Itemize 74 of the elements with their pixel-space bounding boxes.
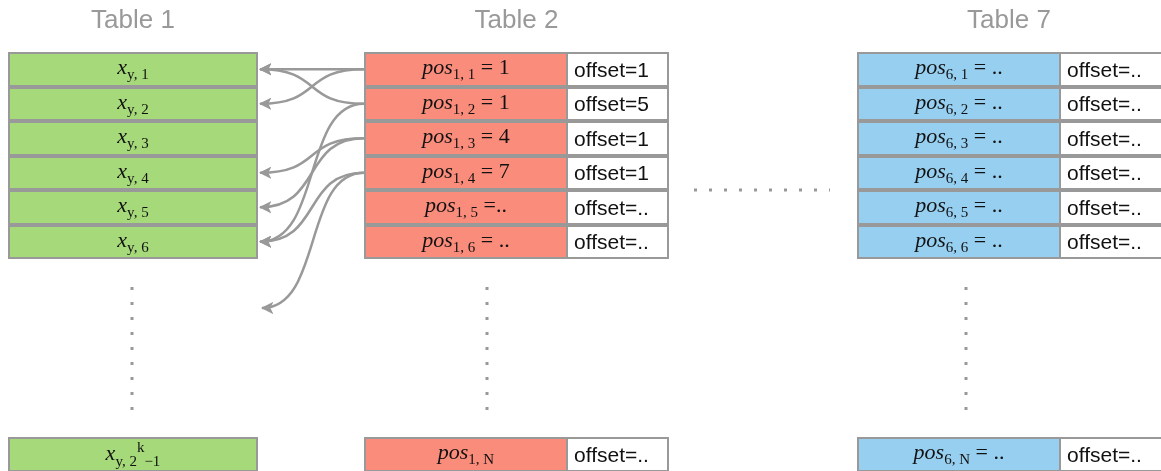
arrow [258, 137, 365, 213]
math-label: x$_{y, 6}$ [117, 227, 149, 256]
table-heading: Table 1 [91, 4, 175, 35]
position-cell [857, 121, 1061, 156]
offset-value: offset=.. [574, 230, 649, 254]
offset-value: offset=.. [574, 442, 649, 466]
value-cell [8, 224, 258, 259]
table-heading: Table 7 [967, 4, 1051, 35]
math-label: pos$_{1, 3}$ = 4 [422, 124, 510, 153]
value-cell [8, 52, 258, 87]
offset-cell [1059, 86, 1161, 121]
math-label: pos$_{6, 5}$ = .. [915, 193, 1003, 222]
offset-value: offset=.. [1067, 92, 1142, 116]
offset-value: offset=.. [574, 195, 649, 219]
offset-value: offset=.. [1067, 161, 1142, 185]
offset-cell [566, 121, 669, 156]
offset-cell [566, 437, 669, 471]
position-cell [857, 52, 1061, 87]
math-label: pos$_{6, 6}$ = .. [915, 227, 1003, 256]
math-label: pos$_{1, 6}$ = .. [422, 227, 510, 256]
value-cell [8, 155, 258, 190]
position-cell [364, 86, 568, 121]
offset-cell [1059, 190, 1161, 225]
position-cell [857, 86, 1061, 121]
offset-value: offset=1 [574, 126, 649, 150]
math-label: x$_{y, 2}$ [117, 89, 149, 118]
math-label: pos$_{1, 1}$ = 1 [422, 55, 510, 84]
position-cell [364, 52, 568, 87]
math-label: pos$_{6, N}$ = .. [913, 440, 1005, 469]
position-cell [364, 437, 568, 471]
value-cell [8, 121, 258, 156]
position-cell [857, 155, 1061, 190]
math-label: pos$_{1, 2}$ = 1 [422, 89, 510, 118]
offset-value: offset=.. [1067, 126, 1142, 150]
position-cell [364, 190, 568, 225]
offset-value: offset=1 [574, 161, 649, 185]
offset-cell [566, 155, 669, 190]
position-cell [364, 121, 568, 156]
value-cell [8, 86, 258, 121]
offset-cell [566, 86, 669, 121]
math-label: x$_{y, 1}$ [117, 55, 149, 84]
offset-cell [566, 52, 669, 87]
offset-value: offset=5 [574, 92, 649, 116]
math-label: pos$_{6, 4}$ = .. [915, 158, 1003, 187]
offset-value: offset=.. [1067, 57, 1142, 81]
position-cell [857, 224, 1061, 259]
offset-cell [566, 224, 669, 259]
offset-cell [1059, 437, 1161, 471]
offset-value: offset=1 [574, 57, 649, 81]
offset-cell [566, 190, 669, 225]
table-heading: Table 2 [474, 4, 559, 35]
arrow [261, 171, 365, 312]
position-cell [364, 155, 568, 190]
offset-cell [1059, 224, 1161, 259]
offset-value: offset=.. [1067, 195, 1142, 219]
math-label: pos$_{6, 2}$ = .. [915, 89, 1003, 118]
math-label: pos$_{1, 4}$ = 7 [422, 158, 510, 187]
math-label: x$_{y, 5}$ [117, 193, 149, 222]
math-label: pos$_{6, 3}$ = .. [915, 124, 1003, 153]
offset-cell [1059, 52, 1161, 87]
value-cell [8, 190, 258, 225]
position-cell [857, 437, 1061, 471]
offset-cell [1059, 121, 1161, 156]
math-label: x$_{y, 4}$ [117, 158, 149, 187]
position-cell [857, 190, 1061, 225]
math-label: pos$_{1, N}$ [437, 440, 495, 469]
math-label: pos$_{6, 1}$ = .. [915, 55, 1003, 84]
math-label: x$_{y, 3}$ [117, 124, 149, 153]
value-cell [8, 437, 258, 471]
offset-value: offset=.. [1067, 442, 1142, 466]
offset-cell [1059, 155, 1161, 190]
offset-value: offset=.. [1067, 230, 1142, 254]
position-cell [364, 224, 568, 259]
math-label: pos$_{1, 5}$ =.. [425, 193, 507, 222]
